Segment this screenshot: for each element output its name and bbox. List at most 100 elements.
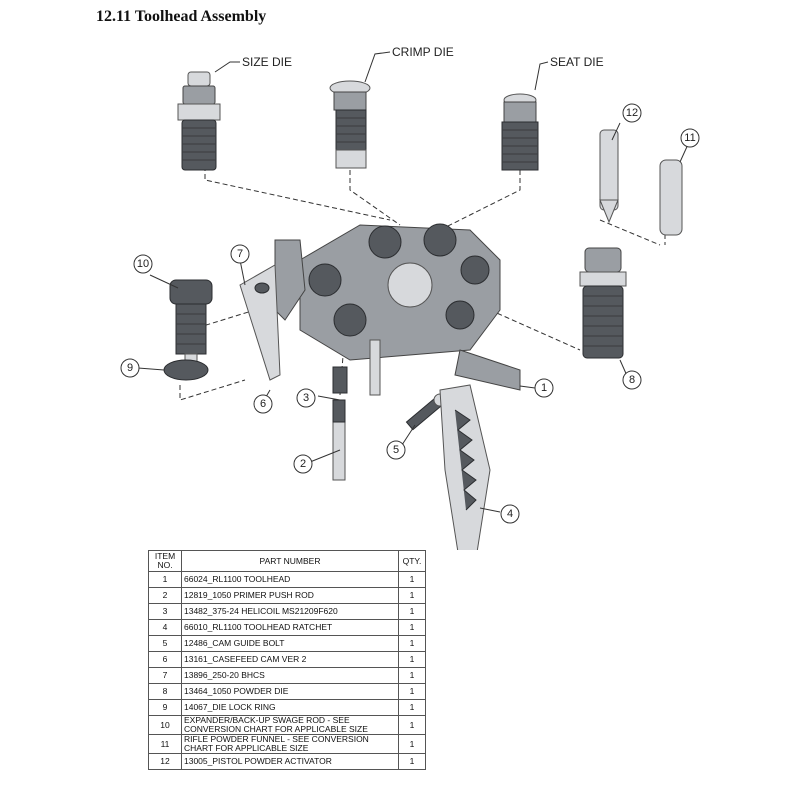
align-line-crimp-die xyxy=(349,170,401,226)
balloon-11: 11 xyxy=(680,128,700,148)
bom-part: 12486_CAM GUIDE BOLT xyxy=(181,635,399,652)
bom-qty: 1 xyxy=(398,683,426,700)
svg-text:5: 5 xyxy=(393,444,399,456)
bom-header-qty: QTY. xyxy=(398,550,426,572)
balloon-3: 3 xyxy=(296,388,316,408)
align-line-powder-die xyxy=(489,309,581,351)
svg-text:9: 9 xyxy=(127,362,133,374)
bom-qty: 1 xyxy=(398,603,426,620)
align-line-activator xyxy=(599,219,661,246)
svg-text:4: 4 xyxy=(507,508,513,520)
balloon-5: 5 xyxy=(386,440,406,460)
seat-die-label: SEAT DIE xyxy=(550,55,604,69)
size-die-label: SIZE DIE xyxy=(242,55,292,69)
bom-qty: 1 xyxy=(398,635,426,652)
bom-qty: 1 xyxy=(398,667,426,684)
bom-qty: 1 xyxy=(398,734,426,754)
svg-text:6: 6 xyxy=(260,398,266,410)
casefeed-cam-part xyxy=(239,264,281,381)
toolhead-exploded-diagram: SIZE DIE CRIMP DIE SEAT DIE xyxy=(120,45,700,550)
seat-die-part xyxy=(501,93,539,171)
bom-qty: 1 xyxy=(398,699,426,716)
bom-item: 12 xyxy=(148,753,182,770)
bom-item: 11 xyxy=(148,734,182,754)
balloon-8: 8 xyxy=(622,370,642,390)
bom-part: 13005_PISTOL POWDER ACTIVATOR xyxy=(181,753,399,770)
bom-part: 13896_250-20 BHCS xyxy=(181,667,399,684)
bom-qty: 1 xyxy=(398,571,426,588)
svg-text:8: 8 xyxy=(629,374,635,386)
crimp-die-label: CRIMP DIE xyxy=(392,45,454,59)
bom-item: 7 xyxy=(148,667,182,684)
swage-rod-part xyxy=(169,279,213,367)
bom-part: RIFLE POWDER FUNNEL - SEE CONVERSION CHA… xyxy=(181,734,399,754)
balloon-6: 6 xyxy=(253,394,273,414)
die-lock-ring-part xyxy=(163,359,209,381)
bom-item: 5 xyxy=(148,635,182,652)
powder-die-part xyxy=(579,247,627,359)
bom-item: 9 xyxy=(148,699,182,716)
bom-part: 14067_DIE LOCK RING xyxy=(181,699,399,716)
bom-item: 2 xyxy=(148,587,182,604)
balloon-2: 2 xyxy=(293,454,313,474)
primer-push-rod-part xyxy=(332,399,346,481)
balloon-1: 1 xyxy=(534,378,554,398)
bom-part: 66010_RL1100 TOOLHEAD RATCHET xyxy=(181,619,399,636)
rifle-powder-funnel-part xyxy=(659,159,683,236)
bom-item: 3 xyxy=(148,603,182,620)
balloon-12: 12 xyxy=(622,103,642,123)
bom-qty: 1 xyxy=(398,619,426,636)
balloon-4: 4 xyxy=(500,504,520,524)
pistol-powder-activator-part xyxy=(599,129,619,224)
bom-item: 1 xyxy=(148,571,182,588)
svg-text:2: 2 xyxy=(300,458,306,470)
cam-guide-bolt-part xyxy=(405,393,447,431)
align-line-lock-ring xyxy=(179,379,246,401)
helicoil-part xyxy=(332,366,348,394)
bom-header-item: ITEM NO. xyxy=(148,550,182,572)
balloon-10: 10 xyxy=(133,254,153,274)
bom-item: 8 xyxy=(148,683,182,700)
bom-part: 12819_1050 PRIMER PUSH ROD xyxy=(181,587,399,604)
bom-qty: 1 xyxy=(398,587,426,604)
bom-item: 6 xyxy=(148,651,182,668)
bom-part: 66024_RL1100 TOOLHEAD xyxy=(181,571,399,588)
size-die-part xyxy=(177,71,221,171)
svg-text:1: 1 xyxy=(541,382,547,394)
bom-qty: 1 xyxy=(398,753,426,770)
bom-qty: 1 xyxy=(398,651,426,668)
svg-text:11: 11 xyxy=(684,132,695,144)
svg-text:3: 3 xyxy=(303,392,309,404)
bom-header-row: ITEM NO. PART NUMBER QTY. xyxy=(148,550,426,572)
svg-text:7: 7 xyxy=(237,248,243,260)
bom-part: 13482_375-24 HELICOIL MS21209F620 xyxy=(181,603,399,620)
balloon-7: 7 xyxy=(230,244,250,264)
section-heading: 12.11 Toolhead Assembly xyxy=(96,8,267,25)
bom-item: 4 xyxy=(148,619,182,636)
balloon-9: 9 xyxy=(120,358,140,378)
bhcs-part xyxy=(254,282,270,294)
bom-part: 13161_CASEFEED CAM VER 2 xyxy=(181,651,399,668)
bom-part: EXPANDER/BACK-UP SWAGE ROD - SEE CONVERS… xyxy=(181,715,399,735)
svg-text:12: 12 xyxy=(626,107,638,119)
bom-header-part: PART NUMBER xyxy=(181,550,399,572)
svg-text:10: 10 xyxy=(137,258,149,270)
toolhead-part xyxy=(274,223,521,396)
bom-part: 13464_1050 POWDER DIE xyxy=(181,683,399,700)
align-line-seat-die xyxy=(439,170,521,231)
bom-item: 10 xyxy=(148,715,182,735)
bom-qty: 1 xyxy=(398,715,426,735)
